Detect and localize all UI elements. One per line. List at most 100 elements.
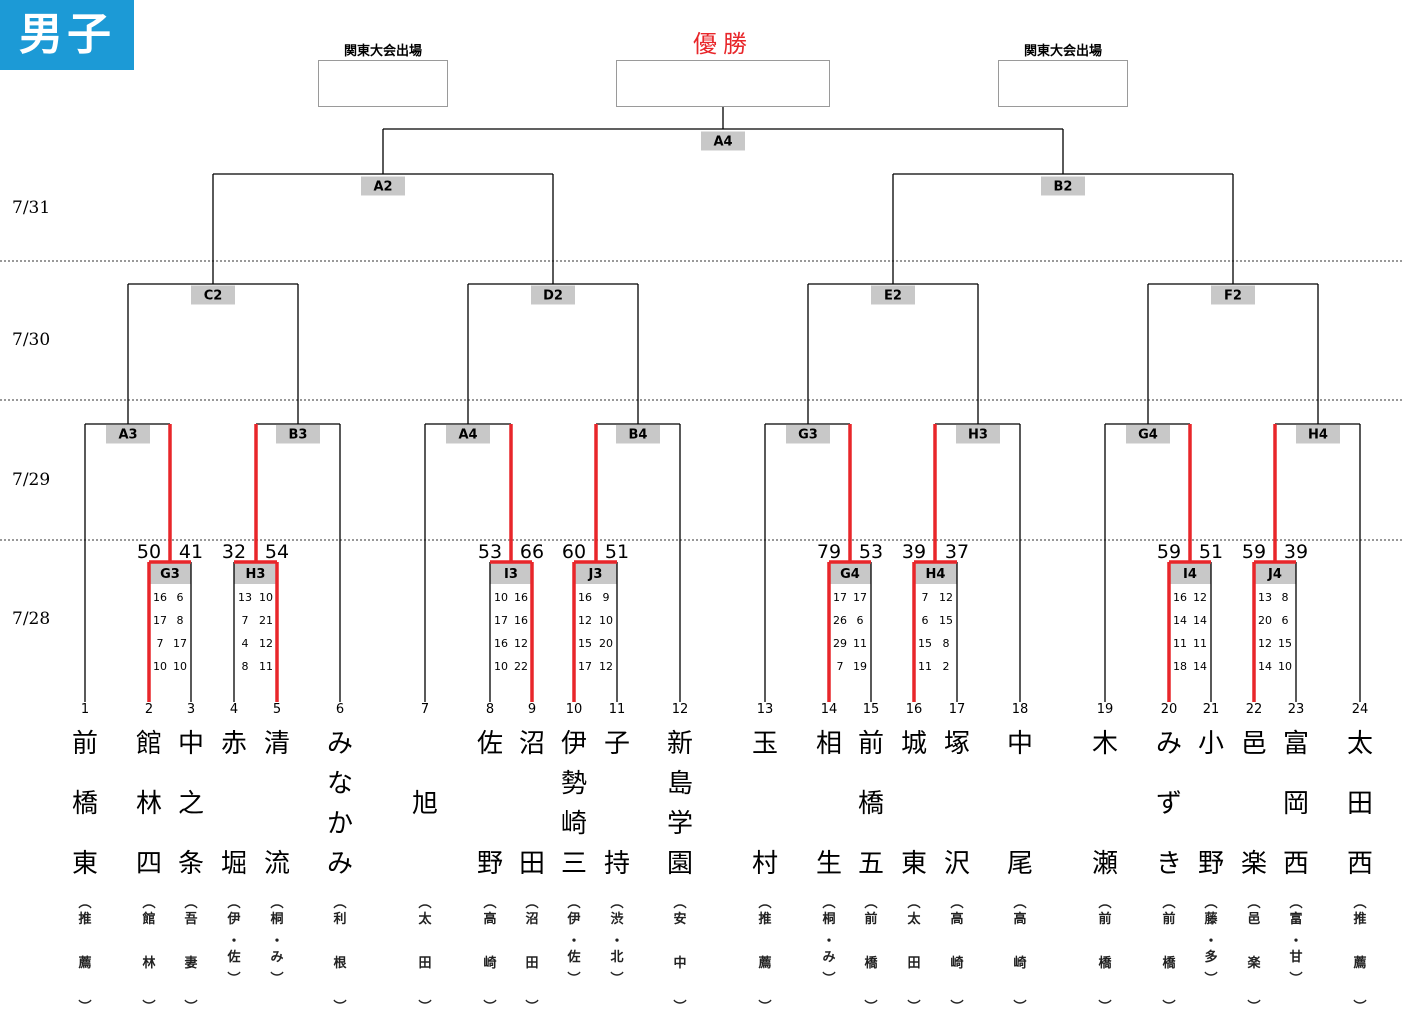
score-left: 79 bbox=[817, 541, 841, 563]
team-name: 城東 bbox=[900, 729, 927, 879]
team-name: 塚沢 bbox=[943, 729, 970, 879]
team-number: 24 bbox=[1351, 702, 1369, 717]
round-label-round1: J4 bbox=[1267, 567, 1282, 582]
team-school: ︵吾妻︶ bbox=[184, 896, 198, 1015]
team-school: ︵利根︶ bbox=[333, 896, 347, 1015]
team-name: 伊勢崎三 bbox=[560, 729, 587, 879]
period-score-right: 6 bbox=[857, 614, 864, 627]
round-label-semifinal: A2 bbox=[373, 180, 392, 195]
period-score-right: 16 bbox=[514, 591, 528, 604]
team-number: 10 bbox=[565, 702, 583, 717]
period-score-right: 12 bbox=[514, 637, 528, 650]
team-name: 木瀬 bbox=[1091, 729, 1118, 879]
team-school: ︵渋・北︶ bbox=[610, 896, 624, 987]
period-score-right: 12 bbox=[1193, 591, 1207, 604]
round-label-round1: G4 bbox=[840, 567, 860, 582]
round-label-round3-box bbox=[446, 424, 490, 444]
round-label-quarterfinal-box bbox=[1211, 285, 1255, 305]
period-score-left: 10 bbox=[153, 660, 167, 673]
period-score-left: 26 bbox=[833, 614, 847, 627]
period-score-left: 14 bbox=[1258, 660, 1272, 673]
score-right: 51 bbox=[1199, 541, 1223, 563]
round-label-semifinal: B2 bbox=[1054, 180, 1073, 195]
period-score-left: 4 bbox=[242, 637, 249, 650]
round1-label-box bbox=[490, 562, 532, 584]
round-label-round1: G3 bbox=[160, 567, 180, 582]
team-name: 沼田 bbox=[518, 729, 545, 879]
period-score-left: 7 bbox=[837, 660, 844, 673]
period-score-right: 12 bbox=[259, 637, 273, 650]
period-score-left: 11 bbox=[1173, 637, 1187, 650]
score-right: 39 bbox=[1284, 541, 1308, 563]
round-label-round3: A4 bbox=[458, 428, 477, 443]
score-left: 50 bbox=[137, 541, 161, 563]
round1-label-box bbox=[1169, 562, 1211, 584]
score-right: 53 bbox=[859, 541, 883, 563]
team-school: ︵伊・佐︶ bbox=[567, 896, 581, 987]
team-name: 太田西 bbox=[1346, 729, 1373, 879]
team-number: 14 bbox=[820, 702, 838, 717]
round-label-quarterfinal-box bbox=[191, 285, 235, 305]
team-name: 新島学園 bbox=[666, 729, 693, 879]
champion-label: 優勝 bbox=[693, 30, 753, 58]
team-school: ︵沼田︶ bbox=[525, 896, 539, 1015]
round-label-round3: G4 bbox=[1138, 428, 1158, 443]
team-school: ︵推薦︶ bbox=[1353, 896, 1367, 1015]
team-school: ︵桐・み︶ bbox=[822, 896, 836, 987]
team-name: 中尾 bbox=[1006, 729, 1033, 879]
period-score-left: 16 bbox=[494, 637, 508, 650]
round-label-round3-box bbox=[1126, 424, 1170, 444]
team-column: 11 子持 ︵渋・北︶ bbox=[597, 700, 637, 988]
team-number: 13 bbox=[756, 702, 774, 717]
period-score-left: 8 bbox=[242, 660, 249, 673]
team-name: 富岡西 bbox=[1282, 729, 1309, 879]
round-label-final: A4 bbox=[713, 135, 732, 150]
period-score-left: 7 bbox=[157, 637, 164, 650]
team-name: 前橋東 bbox=[71, 729, 98, 879]
team-name: 小野 bbox=[1197, 729, 1224, 879]
period-score-right: 11 bbox=[853, 637, 867, 650]
round-label-round3: B4 bbox=[629, 428, 648, 443]
round-label-round1: J3 bbox=[588, 567, 603, 582]
round1-label-box bbox=[574, 562, 617, 584]
team-school: ︵太田︶ bbox=[418, 896, 432, 1015]
team-number: 19 bbox=[1096, 702, 1114, 717]
period-score-right: 17 bbox=[173, 637, 187, 650]
score-left: 32 bbox=[222, 541, 246, 563]
period-score-right: 16 bbox=[514, 614, 528, 627]
team-column: 24 太田西 ︵推薦︶ bbox=[1340, 700, 1380, 1016]
team-number: 9 bbox=[527, 702, 537, 717]
period-score-left: 16 bbox=[1173, 591, 1187, 604]
team-name: 相生 bbox=[815, 729, 842, 879]
period-score-right: 14 bbox=[1193, 614, 1207, 627]
team-number: 2 bbox=[144, 702, 154, 717]
period-score-left: 11 bbox=[918, 660, 932, 673]
score-right: 51 bbox=[605, 541, 629, 563]
round-label-round3-box bbox=[276, 424, 320, 444]
team-school: ︵富・甘︶ bbox=[1289, 896, 1303, 987]
qualify-label-right: 関東大会出場 bbox=[1023, 44, 1102, 59]
round-label-round3-box bbox=[956, 424, 1000, 444]
team-school: ︵邑楽︶ bbox=[1247, 896, 1261, 1015]
round1-label-box bbox=[914, 562, 957, 584]
team-name: 館林四 bbox=[135, 729, 162, 879]
period-score-right: 14 bbox=[1193, 660, 1207, 673]
team-school: ︵前橋︶ bbox=[1162, 896, 1176, 1015]
team-number: 1 bbox=[80, 702, 90, 717]
score-right: 54 bbox=[265, 541, 289, 563]
period-score-left: 15 bbox=[918, 637, 932, 650]
period-score-left: 20 bbox=[1258, 614, 1272, 627]
round-label-quarterfinal-box bbox=[871, 285, 915, 305]
period-score-right: 15 bbox=[939, 614, 953, 627]
team-number: 11 bbox=[608, 702, 626, 717]
team-name: 子持 bbox=[603, 729, 630, 879]
period-score-right: 11 bbox=[1193, 637, 1207, 650]
team-number: 23 bbox=[1287, 702, 1305, 717]
